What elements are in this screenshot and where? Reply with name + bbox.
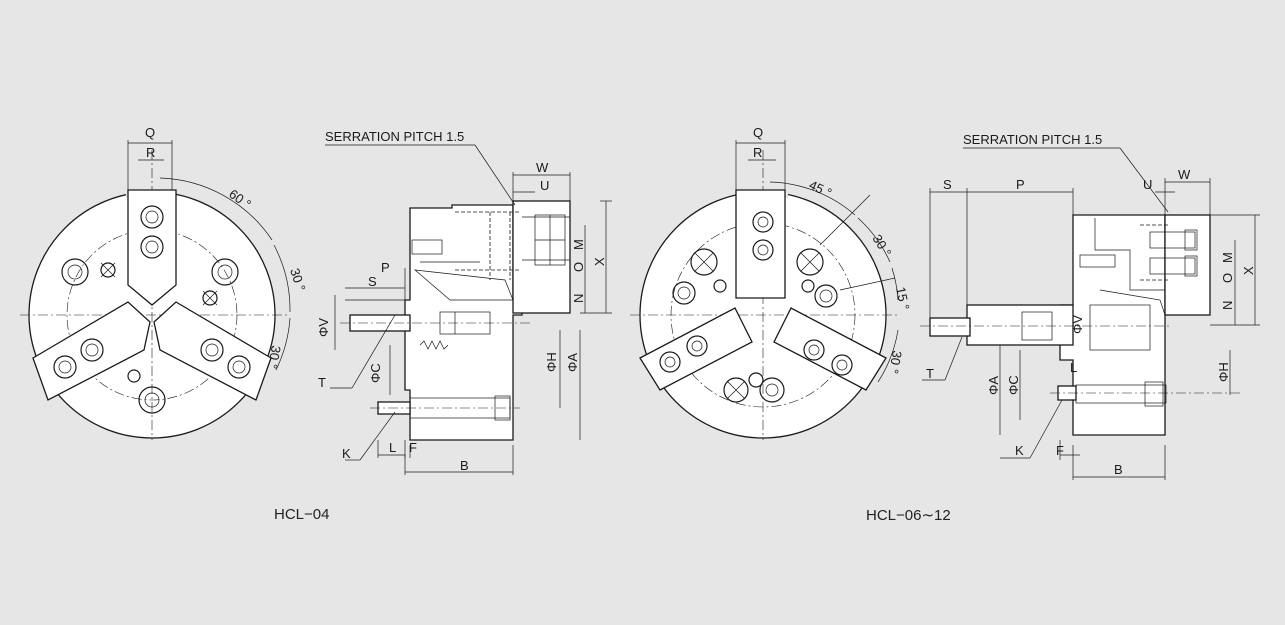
dim-p-right: P bbox=[1016, 177, 1025, 192]
dim-o-left: O bbox=[571, 262, 586, 272]
dim-x-left: X bbox=[592, 257, 607, 266]
dim-k-right: K bbox=[1015, 443, 1024, 458]
dim-s-right: S bbox=[943, 177, 952, 192]
dim-f-left: F bbox=[409, 440, 417, 455]
dim-r-right: R bbox=[753, 145, 762, 160]
angle-15-right: 15 ° bbox=[893, 286, 913, 312]
dim-b-right: B bbox=[1114, 462, 1123, 477]
dim-q-right: Q bbox=[753, 125, 763, 140]
dim-c-right: ΦC bbox=[1006, 375, 1021, 395]
dim-b-left: B bbox=[460, 458, 469, 473]
dimension-labels: Q R 60 ° 30 ° 30 ° SERRATION PITCH 1.5 W… bbox=[145, 125, 1256, 477]
dim-h-right: ΦH bbox=[1216, 362, 1231, 382]
dim-x-right: X bbox=[1241, 266, 1256, 275]
dim-n-left: N bbox=[571, 294, 586, 303]
dim-a-left: ΦA bbox=[565, 353, 580, 372]
dim-a-right: ΦA bbox=[986, 376, 1001, 395]
angle-60-left: 60 ° bbox=[226, 186, 254, 212]
hcl06-side-view bbox=[920, 147, 1260, 480]
serration-label-left: SERRATION PITCH 1.5 bbox=[325, 129, 464, 144]
angle-45-right: 45 ° bbox=[807, 177, 834, 200]
dim-l-right: L bbox=[1070, 360, 1077, 375]
dim-q-left: Q bbox=[145, 125, 155, 140]
hcl06-front-view bbox=[630, 140, 900, 440]
dim-w-left: W bbox=[536, 160, 549, 175]
angle-30-left-a: 30 ° bbox=[287, 266, 308, 293]
caption-hcl04: HCL−04 bbox=[274, 506, 330, 523]
dim-t-right: T bbox=[926, 366, 934, 381]
dim-v-right: ΦV bbox=[1070, 315, 1085, 334]
angle-30-right-a: 30 ° bbox=[869, 232, 894, 260]
dim-m-left: M bbox=[571, 239, 586, 250]
dim-w-right: W bbox=[1178, 167, 1191, 182]
dim-s-left: S bbox=[368, 274, 377, 289]
dim-k-left: K bbox=[342, 446, 351, 461]
dim-m-right: M bbox=[1220, 252, 1235, 263]
dim-f-right: F bbox=[1056, 443, 1064, 458]
dim-l-left: L bbox=[389, 440, 396, 455]
angle-30-left-b: 30 ° bbox=[265, 344, 284, 370]
dim-n-right: N bbox=[1220, 301, 1235, 310]
hcl04-front-view bbox=[20, 140, 291, 440]
dim-c-left: ΦC bbox=[368, 363, 383, 383]
dim-r-left: R bbox=[146, 145, 155, 160]
dim-u-right: U bbox=[1143, 177, 1152, 192]
angle-30-right-b: 30 ° bbox=[886, 349, 905, 375]
dim-h-left: ΦH bbox=[544, 352, 559, 372]
dim-t-left: T bbox=[318, 375, 326, 390]
caption-hcl06-12: HCL−06∼12 bbox=[866, 507, 951, 524]
dim-p-left: P bbox=[381, 260, 390, 275]
hcl04-side-view bbox=[325, 144, 612, 475]
dim-v-left: ΦV bbox=[316, 318, 331, 337]
serration-label-right: SERRATION PITCH 1.5 bbox=[963, 132, 1102, 147]
dim-o-right: O bbox=[1220, 273, 1235, 283]
dim-u-left: U bbox=[540, 178, 549, 193]
